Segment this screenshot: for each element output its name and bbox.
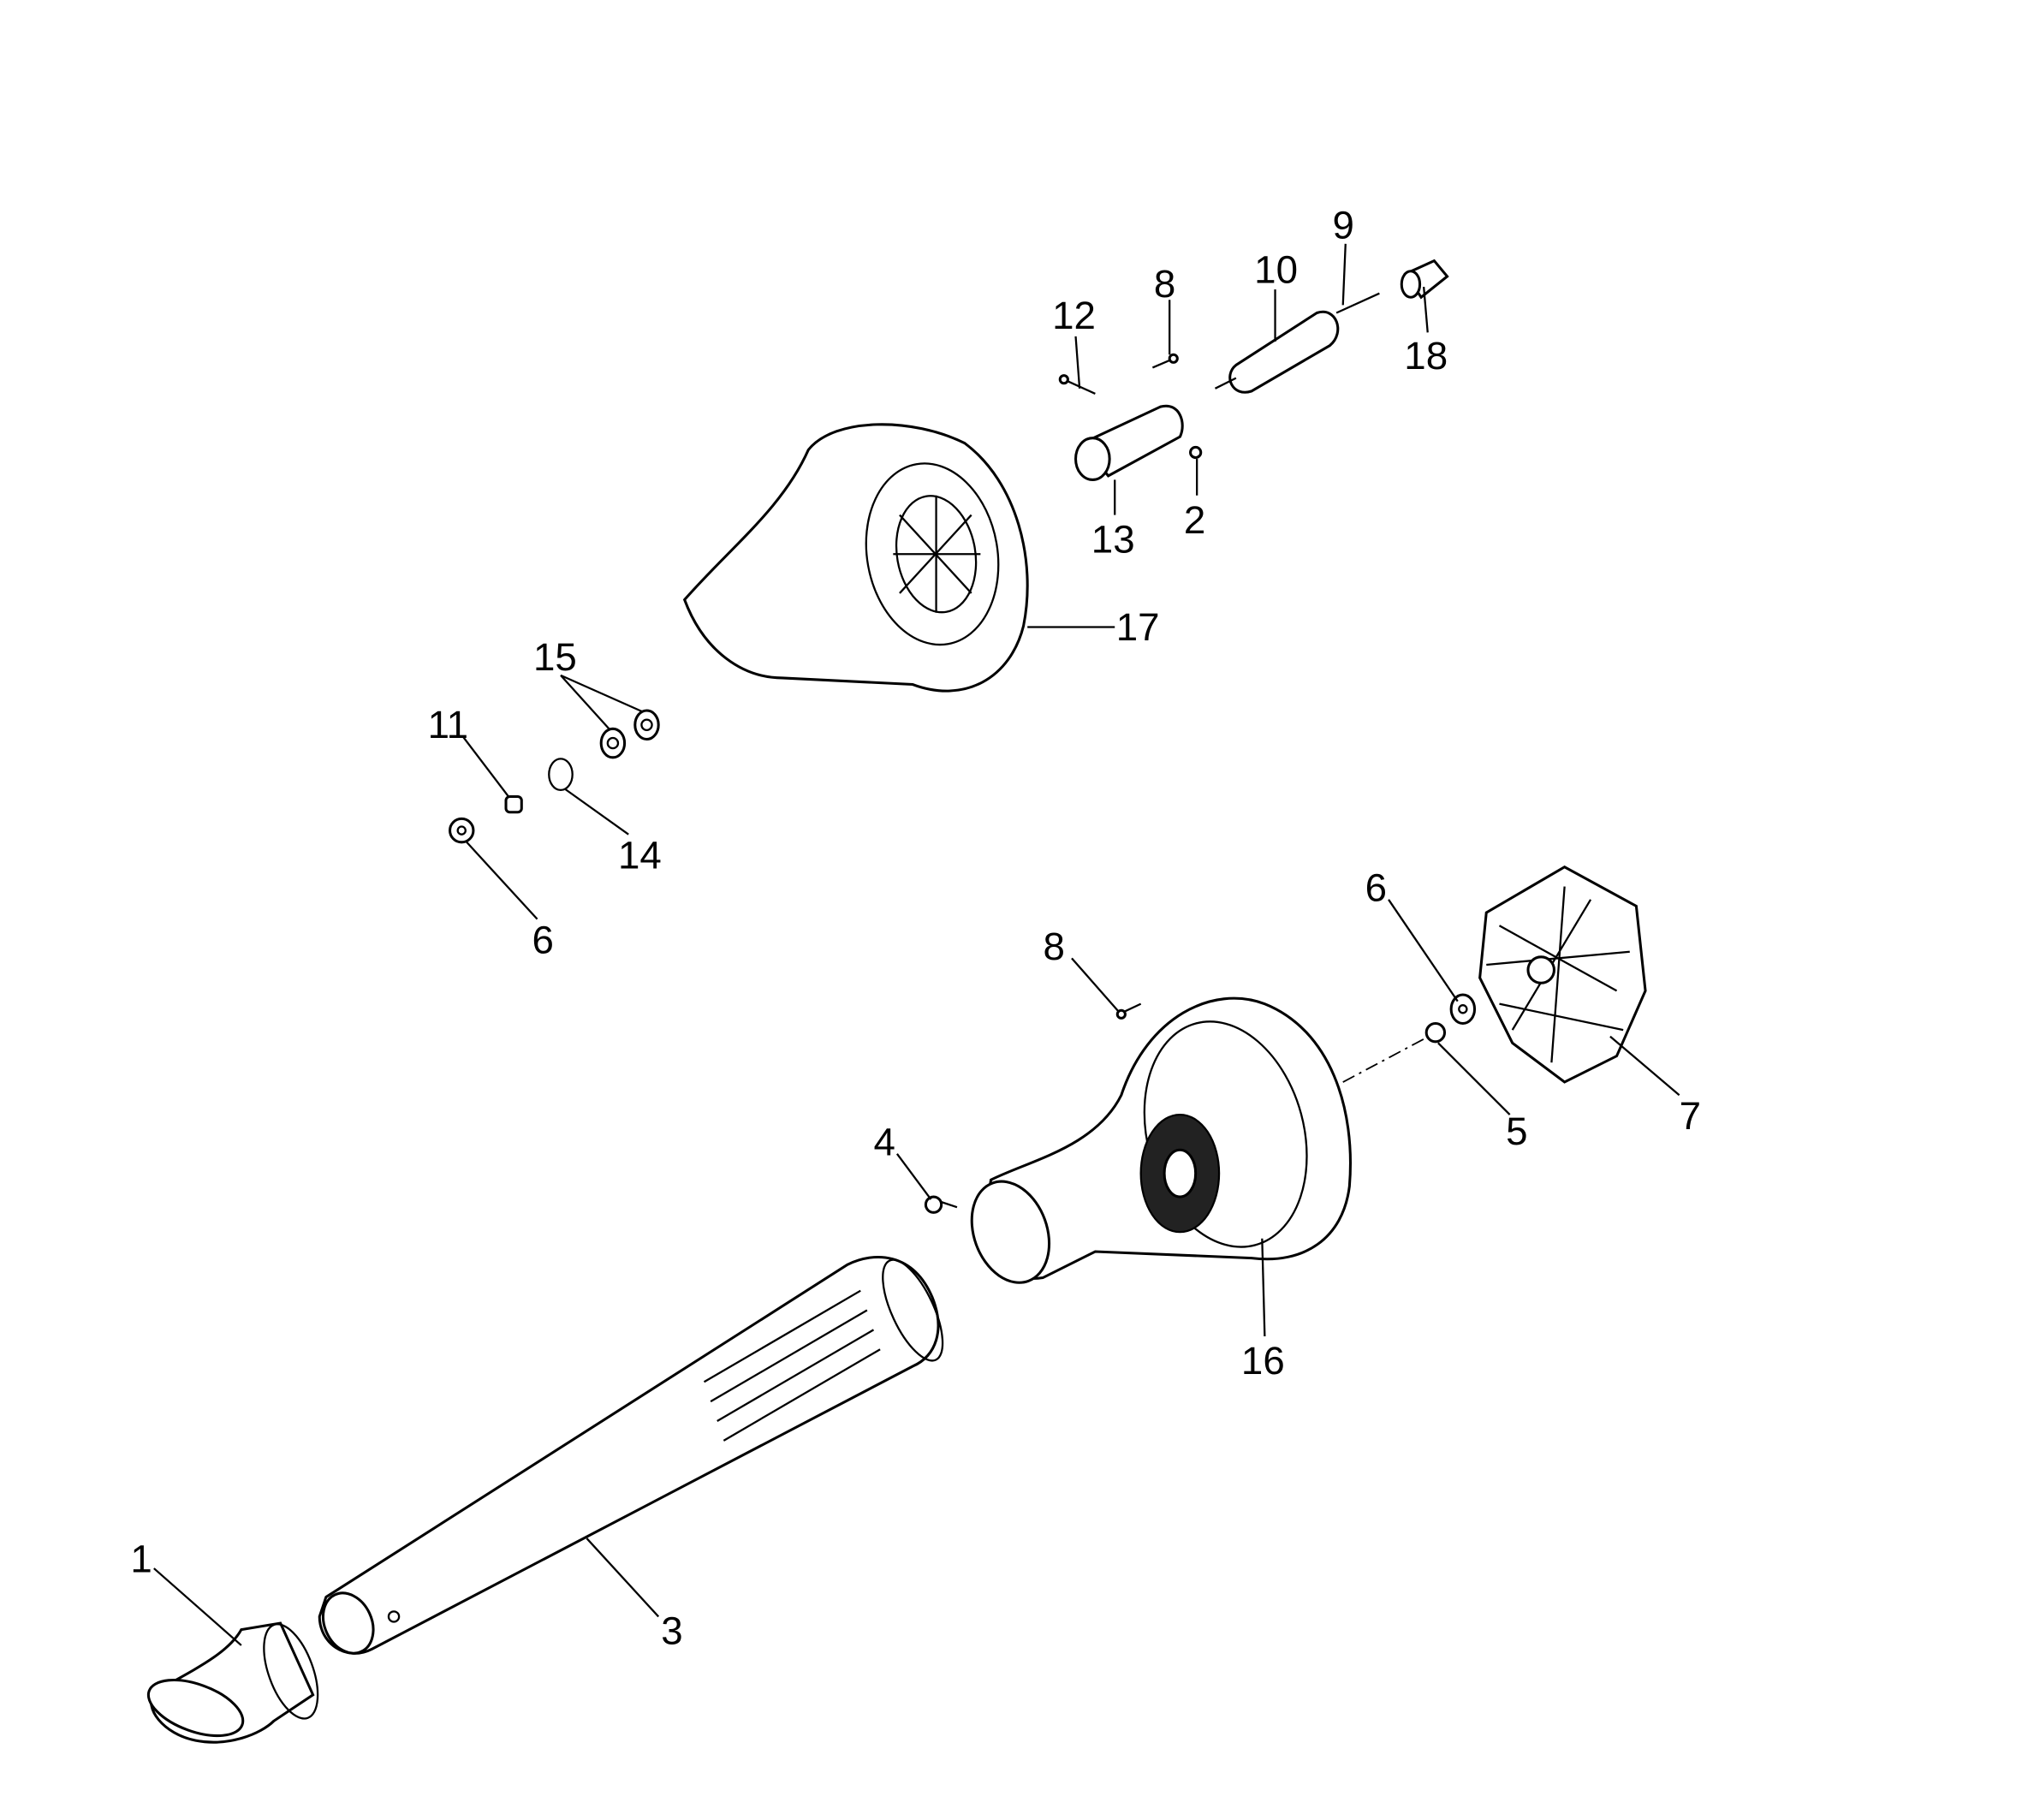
part-blower-tube [318, 1255, 944, 1655]
callout-9: 9 [1333, 204, 1354, 247]
callout-14: 14 [618, 833, 662, 877]
part-circlip-14 [548, 758, 574, 792]
callout-18: 18 [1404, 334, 1448, 378]
part-nut-2 [1189, 445, 1203, 460]
callout-10: 10 [1254, 247, 1298, 291]
part-nozzle-tip [146, 1621, 319, 1744]
callout-13: 13 [1091, 518, 1135, 562]
part-washer-6-upper [449, 817, 475, 844]
part-screw-12 [1058, 374, 1096, 395]
part-bearing-housing-13 [1074, 404, 1184, 481]
callout-16: 16 [1241, 1339, 1285, 1383]
part-fan-housing-front [970, 996, 1352, 1284]
callout-8-upper: 8 [1154, 262, 1175, 306]
callout-6-upper: 6 [532, 918, 553, 961]
callout-17: 17 [1116, 605, 1160, 649]
callout-12: 12 [1052, 294, 1096, 337]
callout-4: 4 [873, 1120, 895, 1163]
callout-5: 5 [1506, 1109, 1527, 1153]
callout-6-lower: 6 [1365, 865, 1387, 909]
callout-3: 3 [661, 1609, 682, 1652]
part-screw-4 [924, 1195, 958, 1214]
callout-11: 11 [428, 703, 468, 746]
part-shaft-tube-10 [1214, 310, 1340, 394]
part-nut-5 [1424, 1021, 1447, 1044]
callout-7: 7 [1680, 1094, 1701, 1138]
callout-2: 2 [1184, 498, 1205, 542]
part-bearings-15 [599, 709, 660, 759]
callout-1: 1 [130, 1537, 152, 1581]
part-spacer-11 [504, 794, 523, 814]
part-washer-6-lower [1449, 993, 1477, 1026]
leader-lines [153, 243, 1680, 1646]
part-screw-8-lower [1115, 1002, 1142, 1020]
part-pin-9 [1335, 292, 1380, 314]
callout-8-lower: 8 [1043, 925, 1064, 968]
callout-15: 15 [533, 635, 577, 679]
part-fan-housing-rear [682, 423, 1029, 693]
part-screw-8-upper [1151, 353, 1179, 369]
part-bushing-18 [1400, 259, 1449, 300]
part-flywheel-fan [1478, 865, 1647, 1084]
assembly-axis-line [1342, 1038, 1424, 1083]
